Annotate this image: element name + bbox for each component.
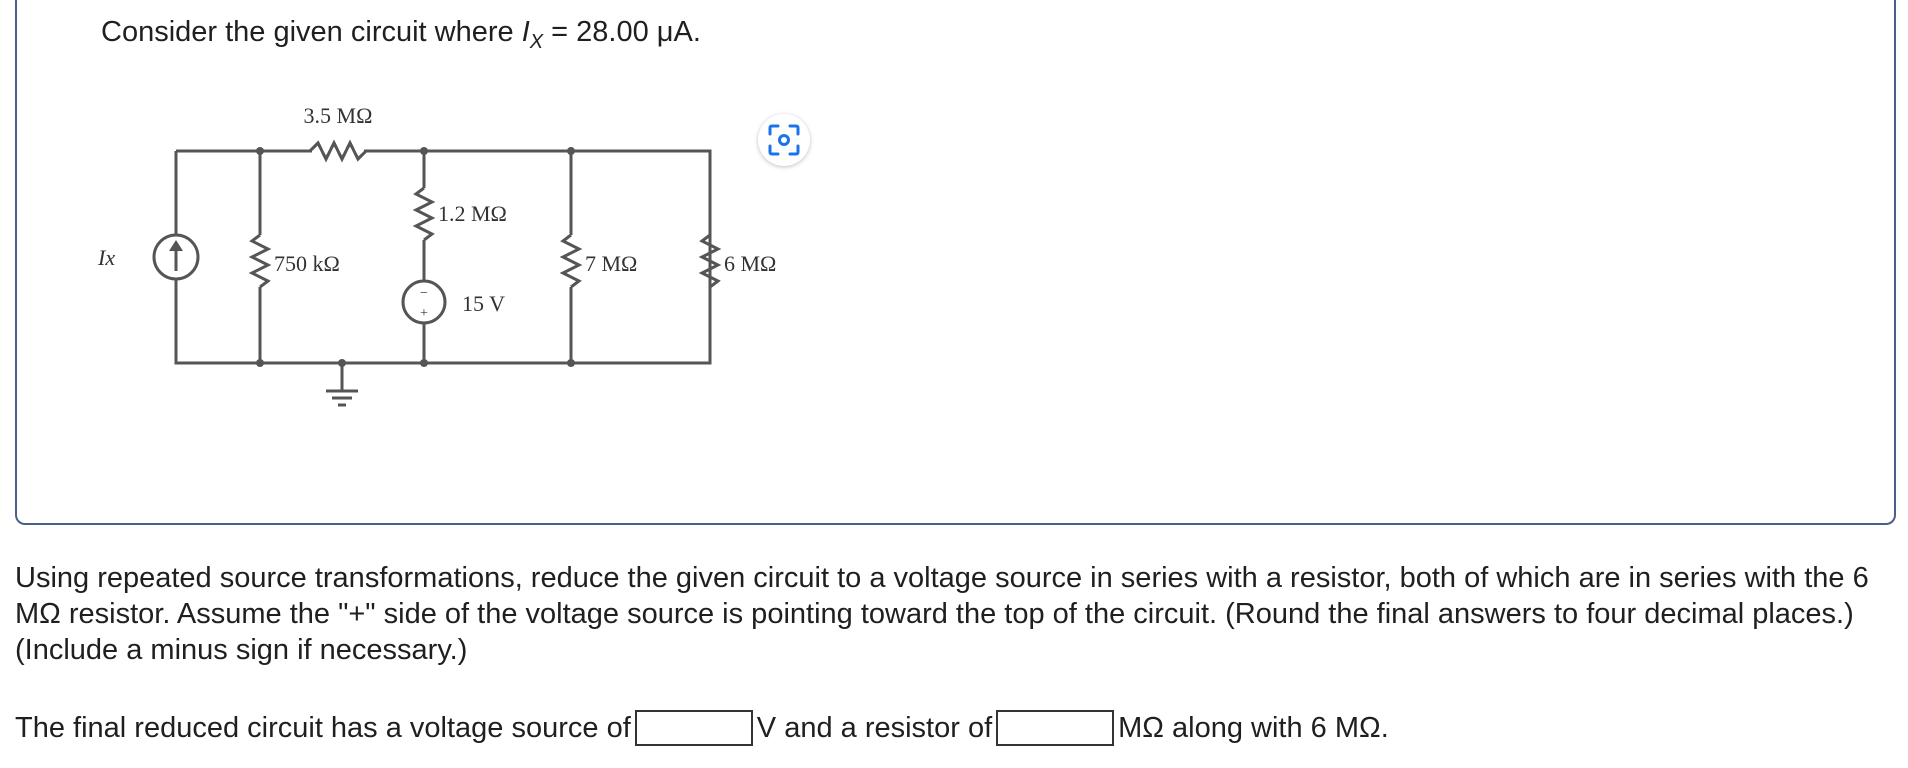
svg-text:−: −	[420, 286, 428, 301]
question-prefix: Consider the given circuit where	[101, 16, 522, 48]
label-i-source: Ix	[97, 245, 115, 270]
label-r-6: 6 MΩ	[724, 251, 776, 276]
question-text: Consider the given circuit where IX = 28…	[101, 16, 701, 54]
label-r-7: 7 MΩ	[585, 251, 637, 276]
answer-line: The final reduced circuit has a voltage …	[15, 710, 1389, 746]
label-r-top: 3.5 MΩ	[304, 103, 373, 128]
answer-text-1: The final reduced circuit has a voltage …	[15, 711, 631, 744]
focus-frame-icon	[768, 124, 800, 156]
svg-text:+: +	[420, 306, 428, 321]
answer-text-2: V and a resistor of	[756, 711, 993, 744]
question-suffix: = 28.00 μA.	[543, 16, 701, 48]
answer-text-3: MΩ along with 6 MΩ.	[1118, 711, 1389, 744]
label-v-source: 15 V	[462, 291, 505, 316]
label-r-750: 750 kΩ	[274, 251, 340, 276]
resistor-answer-input[interactable]	[996, 710, 1115, 746]
voltage-answer-input[interactable]	[634, 710, 753, 746]
circuit-diagram: − + 3.5 MΩ 750 kΩ 1.2 MΩ 7 MΩ 6 MΩ 15 V …	[97, 103, 776, 407]
instructions-text: Using repeated source transformations, r…	[15, 562, 1869, 666]
image-focus-button[interactable]	[758, 114, 810, 166]
question-card	[15, 0, 1896, 525]
current-variable: IX	[521, 16, 544, 53]
label-r-1-2: 1.2 MΩ	[438, 201, 507, 226]
